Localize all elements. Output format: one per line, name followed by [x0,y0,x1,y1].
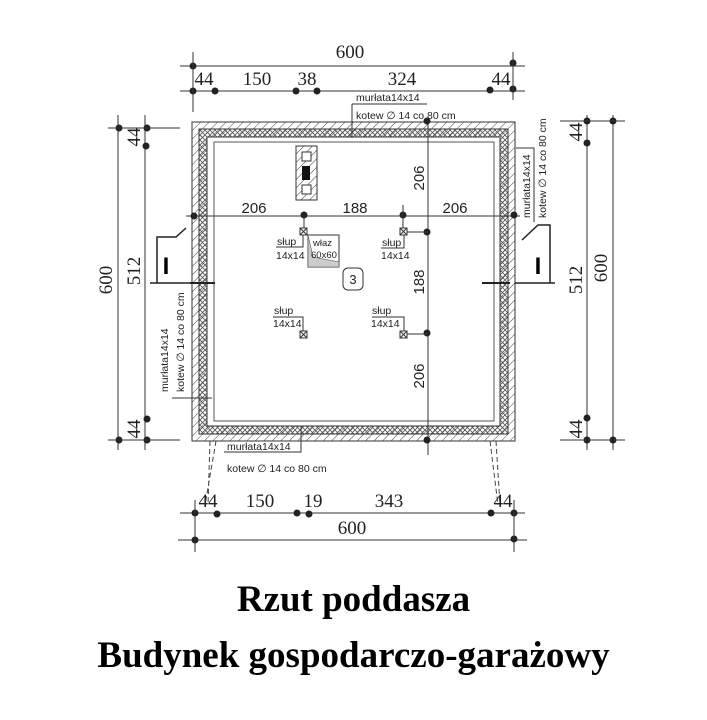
inner-v-dim-3: 206 [411,363,428,388]
top-beam-label: murłata14x14 [356,92,420,104]
left-dimensions: 600 44 512 44 murłata14x14 kotew ∅ 14 co… [96,115,212,450]
post-label: słup [372,305,391,317]
post-label: słup [277,236,296,248]
section-label-right: I [535,253,542,280]
bottom-dimensions: 44 150 19 343 44 600 [178,440,527,552]
top-dim-1: 44 [195,69,215,90]
right-dimensions: 44 512 44 600 murłata14x14 kotew ∅ 14 co… [516,115,625,450]
section-label-left: I [163,253,170,280]
post-size: 14x14 [273,318,302,330]
right-anchor-label: kotew ∅ 14 co 80 cm [537,118,549,218]
post-label: słup [274,305,293,317]
inner-v-dim-2: 188 [411,269,428,294]
posts: słup 14x14 słup 14x14 słup 14x14 słup 14… [273,227,428,339]
drawing-title: Rzut poddasza [236,579,471,620]
post-size: 14x14 [276,250,305,262]
post-size: 14x14 [371,318,400,330]
section-mark-right: I [482,224,555,284]
bottom-dim-2: 150 [246,491,275,512]
inner-h-dim-1: 206 [241,200,266,217]
roof-hatch: właz 60x60 [307,234,340,268]
left-total-dim: 600 [96,266,117,295]
post-size: 14x14 [381,250,410,262]
room-number: 3 [349,272,356,287]
post-1: słup 14x14 [276,227,308,262]
hatch-label: właz [312,238,332,249]
post-4: słup 14x14 [371,305,428,339]
top-total-dim: 600 [336,42,365,63]
top-dim-5: 44 [492,69,512,90]
bottom-beam-label: murłata14x14 [227,441,291,453]
bottom-dim-1: 44 [199,491,219,512]
left-dim-1: 44 [124,127,145,147]
left-dim-2: 512 [124,257,145,286]
right-dim-1: 44 [566,122,587,142]
right-beam-label: murłata14x14 [521,154,533,218]
right-total-dim: 600 [591,254,612,283]
bottom-dim-4: 343 [375,491,404,512]
inner-h-dim-3: 206 [442,200,467,217]
left-beam-label: murłata14x14 [159,328,171,392]
inner-h-dim-2: 188 [342,200,367,217]
post-2: słup 14x14 [381,227,428,262]
top-dimensions: 600 44 150 38 324 44 [180,42,525,112]
bottom-total-dim: 600 [338,518,367,539]
right-dim-3: 44 [566,419,587,439]
top-anchor-label: kotew ∅ 14 co 80 cm [356,110,456,122]
bottom-dim-5: 44 [494,491,514,512]
bottom-dim-3: 19 [304,491,323,512]
bottom-beam-annotation: murłata14x14 kotew ∅ 14 co 80 cm [224,426,327,475]
post-3: słup 14x14 [273,305,308,339]
section-mark-left: I [150,227,215,284]
left-dim-3: 44 [124,419,145,439]
top-beam-annotation: murłata14x14 kotew ∅ 14 co 80 cm [351,92,456,138]
right-dim-2: 512 [566,266,587,295]
top-dim-4: 324 [388,69,417,90]
post-label: słup [382,237,401,249]
hatch-size: 60x60 [311,250,337,261]
top-dim-3: 38 [298,69,317,90]
internal-dimensions: 206 188 206 206 188 206 [186,117,520,455]
chimney [295,145,318,201]
drawing-subtitle: Budynek gospodarczo-garażowy [97,635,610,676]
bottom-anchor-label: kotew ∅ 14 co 80 cm [227,463,327,475]
inner-v-dim-1: 206 [411,165,428,190]
top-dim-2: 150 [243,69,272,90]
left-anchor-label: kotew ∅ 14 co 80 cm [175,292,187,392]
room-number-tag: 3 [342,267,364,291]
